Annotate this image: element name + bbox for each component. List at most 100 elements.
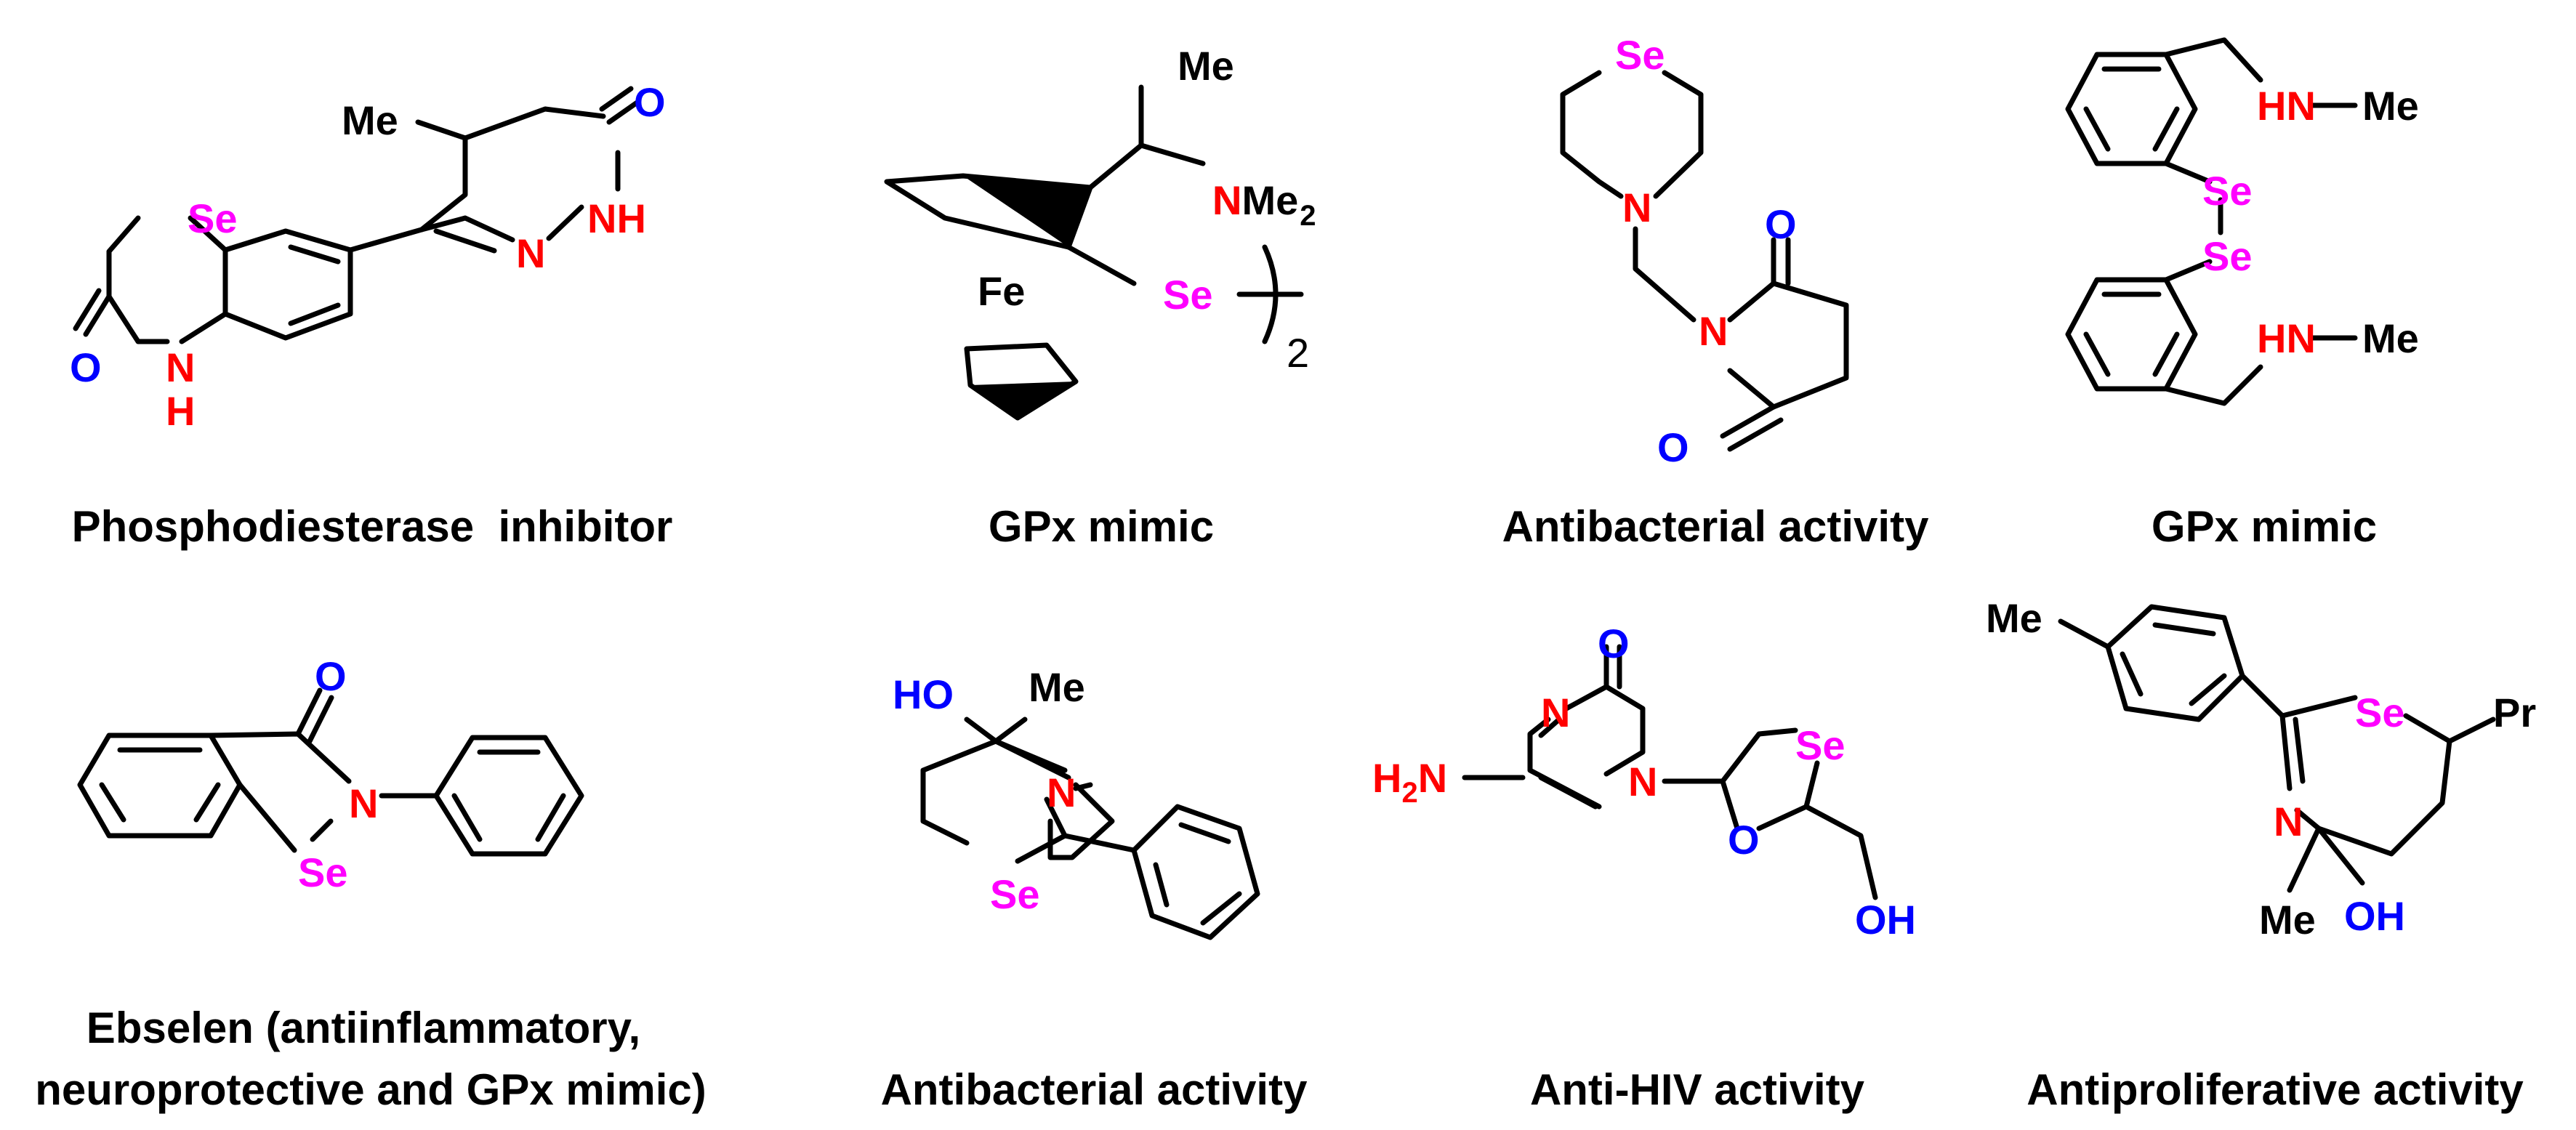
cn-double-bond: [433, 228, 497, 254]
atom-se: Se: [298, 849, 348, 895]
atom-o: O: [315, 653, 347, 699]
caption-ebselen-line2: neuroprotective and GPx mimic): [35, 1065, 707, 1114]
atom-me-lower: Me: [2362, 315, 2419, 361]
bracket: [1262, 244, 1279, 344]
lower-c-se: [2163, 259, 2213, 283]
compound-gpx-mimic-diselenide: HN Me Se Se HN Me GPx mimic: [2065, 37, 2419, 551]
atom-ho: HO: [893, 671, 954, 717]
aryl-link: [347, 227, 424, 253]
co-double: [1603, 644, 1622, 690]
side-chain: [1066, 84, 1206, 286]
atom-se: Se: [990, 871, 1040, 917]
cp-wedge-lower: [970, 382, 1076, 418]
co-lower: [1720, 404, 1784, 452]
atom-n: N: [516, 230, 545, 276]
atom-n: N: [2274, 799, 2303, 844]
atom-se: Se: [1615, 32, 1665, 78]
atom-pr: Pr: [2493, 690, 2536, 735]
atom-n-ring-lower: N: [1628, 759, 1657, 804]
atom-n-red: N: [1212, 177, 1241, 223]
compound-phosphodiesterase-inhibitor: Me O NH N Se O N H Phosphodiesterase inh…: [70, 79, 672, 551]
n-ch2-n: [1633, 226, 1696, 323]
upper-cyclopentadienyl: [884, 173, 1093, 250]
atom-hn-lower: HN: [2257, 315, 2316, 361]
ring-bonds: [993, 738, 1068, 864]
cn-double: [1073, 782, 1093, 791]
atom-n: NMe: [1212, 177, 1298, 223]
ch2oh: [1803, 804, 1878, 900]
atom-o-carbonyl: O: [634, 79, 666, 125]
atom-se: Se: [1163, 272, 1213, 318]
benzene-ring: [222, 228, 353, 341]
atom-n-imide: N: [1699, 308, 1728, 354]
pr-bond: [2447, 717, 2496, 744]
atom-hn-upper: HN: [2257, 83, 2316, 129]
atom-se: Se: [1795, 722, 1846, 768]
phenyl-ring: [433, 735, 584, 857]
compound-anti-hiv: O N H2N N Se O OH Anti-HIV activity: [1372, 621, 1916, 1114]
atom-nme2: NMe: [1212, 177, 1298, 223]
atom-o-ring: O: [1728, 817, 1760, 863]
atom-o-upper: O: [1765, 201, 1797, 247]
atom-oh: OH: [2344, 893, 2405, 939]
compound-antibacterial-selenazine: HO Me N Se Antibacterial activity: [881, 664, 1308, 1114]
phenyl-inner: [1153, 822, 1242, 926]
atom-h: H: [166, 388, 195, 434]
caption-antibacterial-1: Antibacterial activity: [1502, 502, 1930, 551]
atom-n-ring-upper: N: [1541, 690, 1570, 735]
lower-benzene-inner: [2083, 291, 2180, 377]
atom-fe: Fe: [978, 268, 1025, 314]
ring-left: [920, 738, 999, 846]
atom-me: Me: [1178, 43, 1234, 89]
upper-ch2-nh: [2163, 37, 2263, 83]
atom-h2: H2N: [1372, 755, 1447, 809]
cp-wedge: [963, 176, 1090, 247]
atom-h: H: [1372, 755, 1401, 801]
carbonyl-double-bond: [73, 288, 112, 337]
atom-n: N: [1047, 770, 1076, 815]
caption-antiproliferative: Antiproliferative activity: [2026, 1065, 2524, 1114]
co-double-bond: [599, 86, 641, 125]
atom-me-aryl: Me: [1986, 595, 2042, 641]
co-upper: [1771, 237, 1791, 286]
pyrimidine-double-bonds: [1538, 717, 1598, 810]
caption-gpx-mimic-ferrocene: GPx mimic: [989, 502, 1214, 551]
phenyl-inner: [451, 749, 566, 842]
atom-n-ring: N: [1622, 185, 1651, 230]
compound-antibacterial-selenomorpholine: Se N O N O Antibacterial activity: [1502, 32, 1930, 551]
atom-h2-subscript: 2: [1401, 777, 1417, 809]
tolyl-inner: [2120, 622, 2227, 706]
upper-c-se: [2163, 161, 2213, 185]
ho-me-bonds: [964, 717, 1028, 744]
atom-n: N: [349, 780, 378, 826]
atom-oh: OH: [1855, 897, 1916, 943]
atom-me: Me: [2259, 897, 2316, 943]
selenazine-ring: [2279, 695, 2452, 857]
compound-gpx-mimic-ferrocene: Me NMe N 2 Se Fe 2 GPx mimic: [884, 43, 1316, 551]
atom-me-upper: Me: [2362, 83, 2419, 129]
co-bond: [295, 687, 334, 744]
oh-bond: [2316, 826, 2365, 886]
atom-o-lactam: O: [70, 344, 102, 390]
atom-nme2-subscript: 2: [1300, 200, 1316, 232]
ring-double-bonds: [288, 244, 341, 326]
atom-n-amino: N: [1418, 755, 1447, 801]
selenane-ring: [1560, 70, 1704, 199]
cn-double: [2293, 717, 2306, 784]
atom-se-lower: Se: [2202, 233, 2253, 279]
isoselenazolone: [208, 731, 352, 853]
atom-o-lower: O: [1657, 424, 1689, 470]
caption-antibacterial-2: Antibacterial activity: [881, 1065, 1308, 1114]
atom-se: Se: [188, 195, 238, 241]
caption-ebselen-line1: Ebselen (antiinflammatory,: [86, 1004, 640, 1052]
caption-anti-hiv: Anti-HIV activity: [1530, 1065, 1865, 1114]
atom-nh: NH: [587, 195, 646, 241]
caption-phosphodiesterase-inhibitor: Phosphodiesterase inhibitor: [72, 502, 673, 551]
atom-se: Se: [2355, 690, 2405, 735]
atom-se-upper: Se: [2202, 168, 2253, 214]
me-bond: [2287, 826, 2322, 893]
lower-ch2-nh: [2163, 364, 2263, 406]
methyl-phenyl: [2058, 618, 2111, 650]
atom-o-carbonyl: O: [1598, 621, 1630, 666]
